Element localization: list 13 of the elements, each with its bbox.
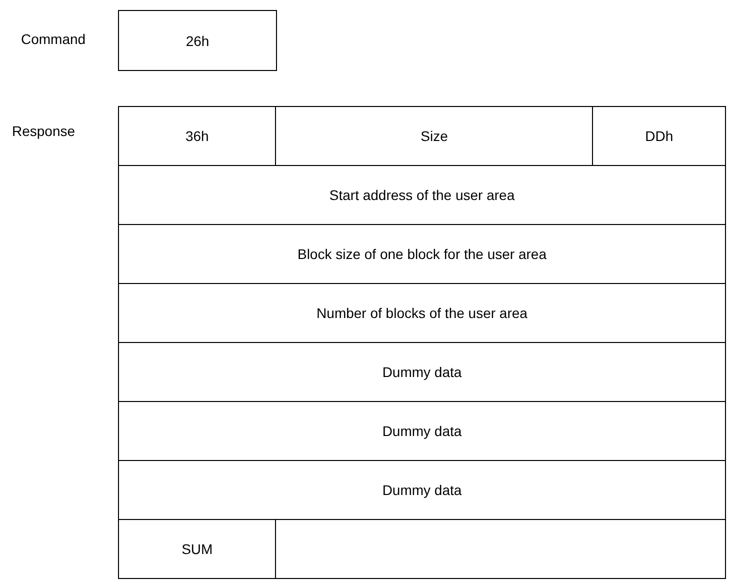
- field-cell: Block size of one block for the user area: [118, 224, 726, 284]
- frame-label: Command: [21, 31, 86, 47]
- field-cell: Start address of the user area: [118, 166, 726, 224]
- field-cell: 26h: [118, 10, 276, 70]
- field-cell: DDh: [592, 106, 726, 166]
- field-cell: Dummy data: [118, 402, 726, 460]
- field-cell: SUM: [118, 520, 276, 578]
- frame-label: Response: [12, 123, 76, 139]
- field-cell: Size: [276, 106, 593, 166]
- field-cell: Dummy data: [118, 342, 726, 402]
- field-cell: 36h: [118, 106, 276, 166]
- field-cell: Number of blocks of the user area: [118, 284, 726, 342]
- field-cell: Dummy data: [118, 460, 726, 520]
